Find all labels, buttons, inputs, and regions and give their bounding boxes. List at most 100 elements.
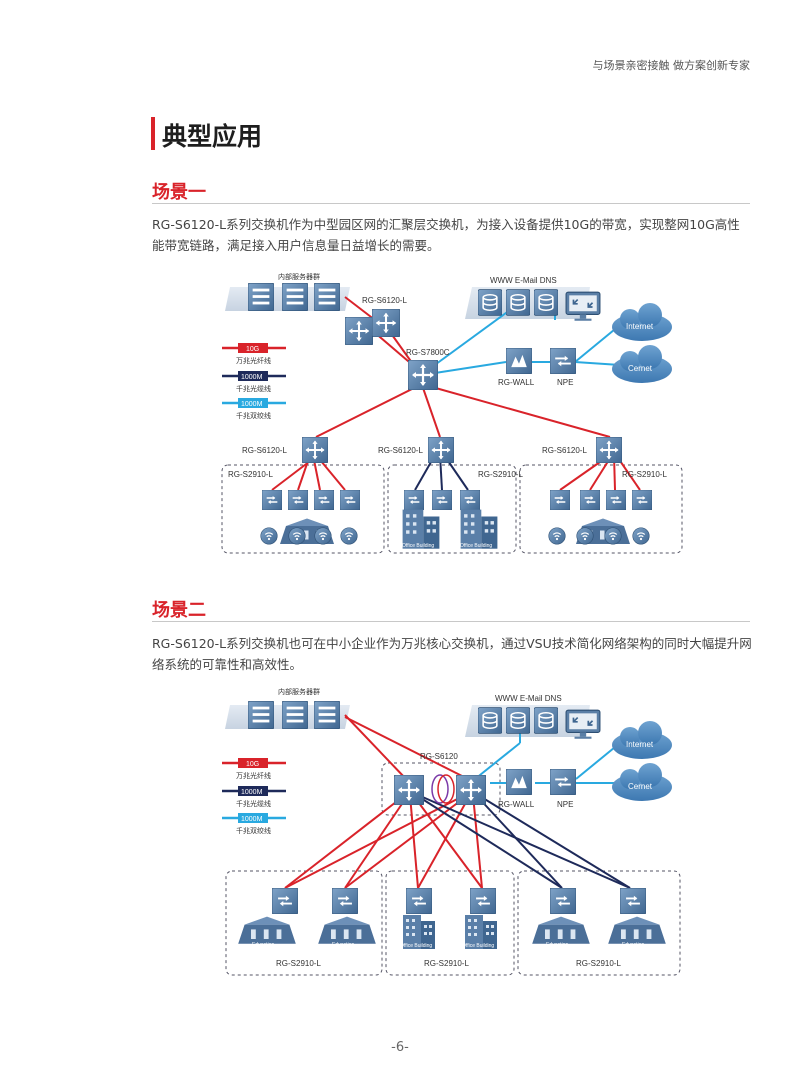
agg-mid-label: RG-S6120-L — [378, 446, 423, 455]
access-switch-icon — [404, 490, 424, 510]
page-number: -6- — [391, 1040, 409, 1055]
wall-label: RG-WALL — [498, 800, 535, 809]
access-switch-icon — [314, 490, 334, 510]
server-icon — [282, 701, 308, 729]
scenario2-divider — [152, 621, 750, 622]
legend-desc: 万兆光纤线 — [236, 771, 271, 780]
cernet-label: Cernet — [628, 782, 653, 791]
server-group-label: 内部服务器群 — [278, 687, 320, 696]
core-label: RG-S6120 — [420, 752, 458, 761]
email-server-icon — [506, 707, 530, 734]
access-left-label: RG-S2910-L — [276, 959, 321, 968]
scenario2-legend: 10G 万兆光纤线 1000M 千兆光缆线 1000M 千兆双绞线 — [222, 758, 286, 835]
scenario2-network-diagram: 内部服务器群 WWW E-Mail DNS RG-S6120 RG-WALL N… — [225, 687, 681, 976]
access-group-mid — [385, 870, 515, 976]
internet-label: Internet — [626, 322, 654, 331]
legend-tag: 1000M — [241, 816, 263, 823]
access-switch-icon — [432, 490, 452, 510]
s6120-switch-icon — [372, 309, 400, 337]
server-icon — [248, 283, 274, 311]
scenario1-network-diagram: 内部服务器群 WWW E-Mail DNS RG-S6120-L RG-S780… — [221, 272, 683, 554]
access-switch-icon — [550, 888, 576, 914]
wireless-ap-icon — [340, 527, 358, 545]
access-switch-icon — [460, 490, 480, 510]
legend-desc: 千兆光缆线 — [236, 799, 271, 808]
legend-tag: 1000M — [241, 789, 263, 796]
server-icon — [314, 701, 340, 729]
server-icon — [282, 283, 308, 311]
wireless-ap-icon — [576, 527, 594, 545]
wireless-ap-icon — [632, 527, 650, 545]
cernet-label: Cernet — [628, 364, 653, 373]
title-accent-bar — [151, 117, 155, 150]
s7800c-switch-icon — [408, 360, 438, 390]
wireless-ap-icon — [314, 527, 332, 545]
firewall-icon — [506, 348, 532, 374]
edu2-label: Education — [332, 942, 354, 948]
npe-router-icon — [550, 348, 576, 374]
wireless-ap-icon — [604, 527, 622, 545]
access-right-label: RG-S2910-L — [576, 959, 621, 968]
vsu-link-icon — [437, 774, 455, 804]
www-server-icon — [478, 289, 502, 316]
access-switch-icon — [620, 888, 646, 914]
server-group-label: 内部服务器群 — [278, 272, 320, 281]
npe-label: NPE — [557, 378, 573, 387]
services-label: WWW E-Mail DNS — [495, 694, 562, 703]
legend-tag: 10G — [246, 346, 259, 353]
internet-cloud-icon — [612, 303, 672, 341]
education-building-icon — [532, 916, 590, 944]
education-building-icon — [318, 916, 376, 944]
access-switch-icon — [288, 490, 308, 510]
office1-label: Office Building — [402, 543, 434, 549]
office2-label: Office Building — [460, 543, 492, 549]
legend-tag: 1000M — [241, 374, 263, 381]
agg-switch-icon — [428, 437, 454, 463]
access-switch-icon — [332, 888, 358, 914]
s6120-top-label: RG-S6120-L — [362, 296, 407, 305]
agg-left-label: RG-S6120-L — [242, 446, 287, 455]
services-label: WWW E-Mail DNS — [490, 276, 557, 285]
access-switch-icon — [580, 490, 600, 510]
dns-server-icon — [534, 289, 558, 316]
access-group-right — [517, 870, 681, 976]
education-building-icon — [608, 916, 666, 944]
legend-desc: 万兆光纤线 — [236, 356, 271, 365]
access-switch-icon — [262, 490, 282, 510]
core-switch-icon — [394, 775, 424, 805]
access-switch-icon — [606, 490, 626, 510]
wireless-ap-icon — [260, 527, 278, 545]
internet-label: Internet — [626, 740, 654, 749]
s7800c-label: RG-S7800C — [406, 348, 450, 357]
www-server-icon — [478, 707, 502, 734]
wireless-ap-icon — [548, 527, 566, 545]
s6120-switch-icon — [345, 317, 373, 345]
scenario1-legend: 10G 万兆光纤线 1000M 千兆光缆线 1000M 千兆双绞线 — [222, 343, 286, 420]
header-tagline: 与场景亲密接触 做方案创新专家 — [592, 59, 751, 72]
legend-tag: 1000M — [241, 401, 263, 408]
edu4-label: Education — [622, 942, 644, 948]
core-switch-icon — [456, 775, 486, 805]
access-group-mid — [387, 464, 517, 554]
server-icon — [248, 701, 274, 729]
education-building-icon — [238, 916, 296, 944]
agg-right-label: RG-S6120-L — [542, 446, 587, 455]
agg-switch-icon — [302, 437, 328, 463]
access-right-label: RG-S2910-L — [622, 470, 667, 479]
access-switch-icon — [272, 888, 298, 914]
cernet-cloud-icon — [612, 345, 672, 383]
office1-label: Office Building — [400, 943, 432, 949]
access-switch-icon — [550, 490, 570, 510]
scenario1-paragraph: RG-S6120-L系列交换机作为中型园区网的汇聚层交换机，为接入设备提供10G… — [152, 217, 740, 253]
access-switch-icon — [340, 490, 360, 510]
access-mid-label: RG-S2910-L — [424, 959, 469, 968]
firewall-icon — [506, 769, 532, 795]
vsu-link-icon — [431, 774, 449, 804]
edu1-label: Education — [252, 942, 274, 948]
access-group-left — [221, 464, 385, 554]
legend-tag: 10G — [246, 761, 259, 768]
npe-router-icon — [550, 769, 576, 795]
internet-cloud-icon — [612, 721, 672, 759]
access-switch-icon — [406, 888, 432, 914]
legend-desc: 千兆光缆线 — [236, 384, 271, 393]
